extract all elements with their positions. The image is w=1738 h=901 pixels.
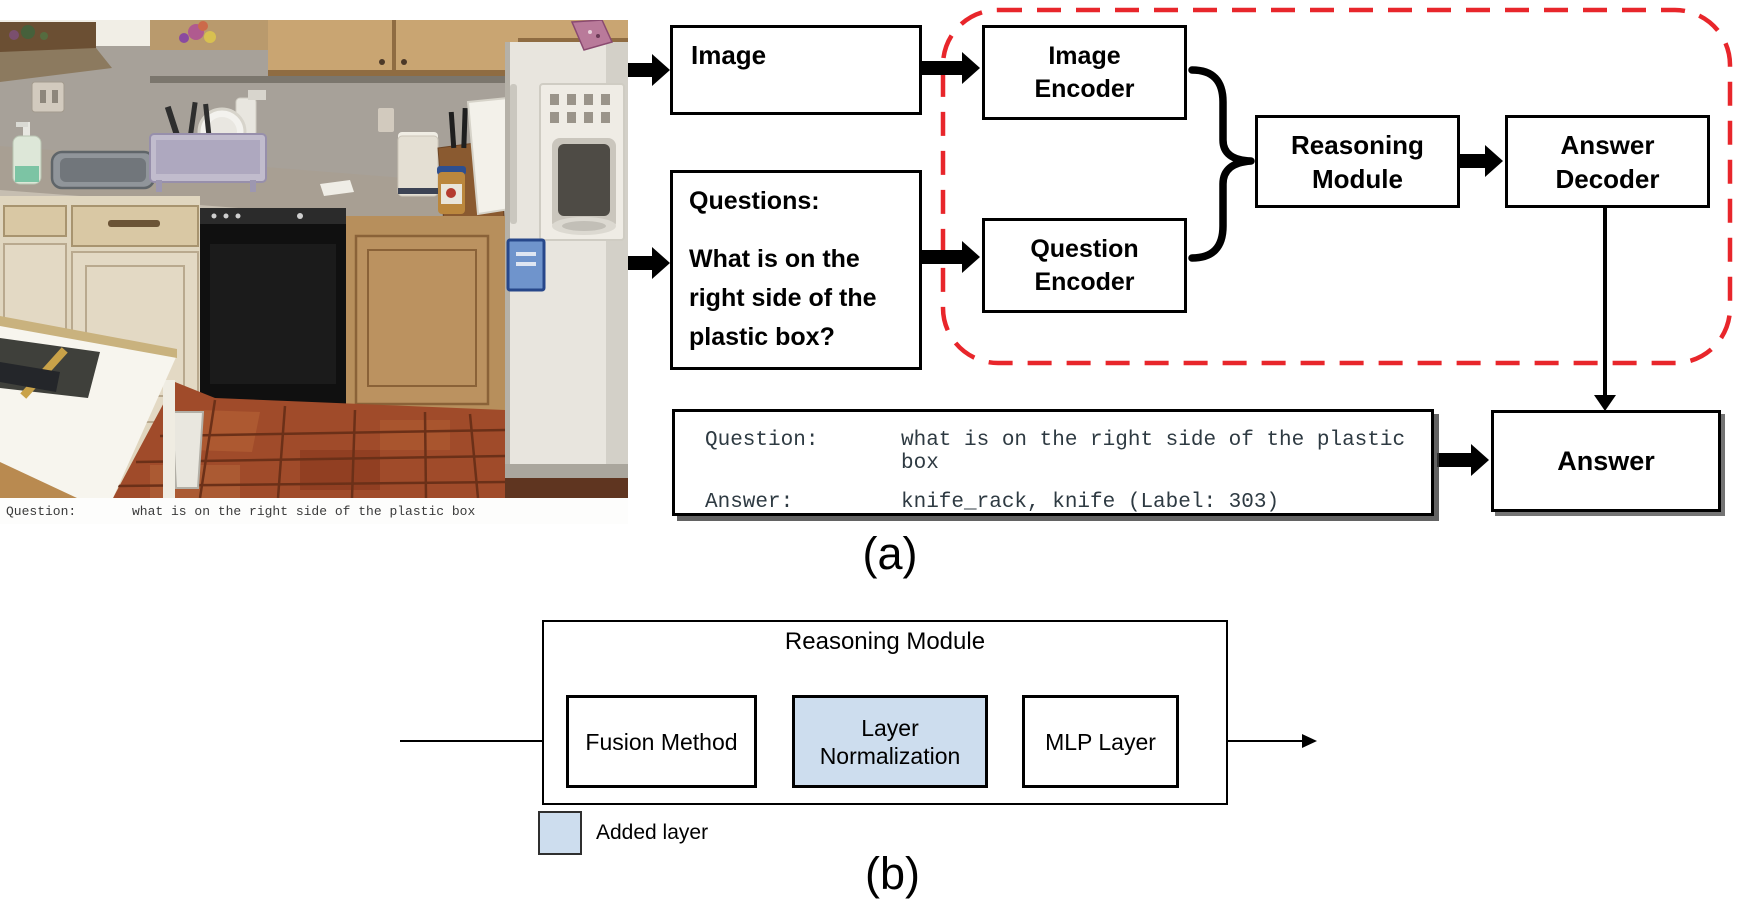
photo-caption: Question: what is on the right side of t… (0, 498, 628, 524)
kitchen-photo (0, 20, 628, 498)
photo-caption-text: what is on the right side of the plastic… (132, 503, 476, 519)
panel-b-label: (b) (865, 848, 920, 899)
image-box: Image (670, 25, 922, 115)
image-box-label: Image (691, 40, 767, 70)
reasoning-module-label: Reasoning Module (1291, 129, 1424, 194)
qa-question-label: Question: (705, 429, 819, 452)
fusion-method-box: Fusion Method (566, 695, 757, 788)
added-layer-label: Added layer (596, 821, 709, 844)
questions-box: Questions: What is on the right side of … (670, 170, 922, 370)
reasoning-module-detail-title: Reasoning Module (784, 628, 986, 655)
fusion-method-label: Fusion Method (585, 728, 738, 755)
qa-answer-value: knife_rack, knife (Label: 303) (901, 491, 1280, 514)
answer-decoder-label: Answer Decoder (1555, 129, 1660, 194)
layer-normalization-box: Layer Normalization (792, 695, 988, 788)
arrow-questions-to-encoder (920, 241, 980, 273)
mlp-layer-label: MLP Layer (1045, 728, 1156, 755)
kitchen-photo-art (0, 20, 628, 498)
questions-box-title: Questions: (689, 187, 820, 215)
arrow-photo-to-questions (628, 247, 670, 279)
photo-caption-label: Question: (6, 503, 77, 519)
mlp-layer-box: MLP Layer (1022, 695, 1179, 788)
arrowhead-decoder-to-answer (1594, 395, 1616, 411)
question-encoder-box: Question Encoder (982, 218, 1187, 313)
reasoning-module-box: Reasoning Module (1255, 115, 1460, 208)
brace-connector (1188, 66, 1255, 262)
image-encoder-box: Image Encoder (982, 25, 1187, 120)
arrow-reasoning-to-decoder (1460, 145, 1503, 177)
panel-a-label: (a) (862, 528, 918, 579)
qa-answer-label: Answer: (705, 491, 794, 514)
qa-ground-truth-box: Question: what is on the right side of t… (672, 409, 1434, 516)
arrow-photo-to-image (628, 54, 670, 86)
added-layer-swatch (538, 811, 582, 855)
question-encoder-label: Question Encoder (1030, 234, 1139, 296)
answer-box-label: Answer (1557, 445, 1655, 476)
arrowhead-panel-b-flow (1302, 734, 1317, 748)
qa-answer-row: Answer: knife_rack, knife (Label: 303) (705, 491, 1431, 514)
arrow-qa-to-answer (1437, 444, 1489, 476)
answer-decoder-box: Answer Decoder (1505, 115, 1710, 208)
image-encoder-label: Image Encoder (1034, 41, 1135, 103)
qa-question-row: Question: what is on the right side of t… (705, 429, 1431, 475)
layer-normalization-label: Layer Normalization (819, 714, 961, 769)
qa-question-value: what is on the right side of the plastic… (901, 429, 1406, 475)
questions-box-question: What is on the right side of the plastic… (689, 245, 877, 351)
answer-box: Answer (1491, 410, 1721, 512)
arrow-image-to-encoder (920, 52, 980, 84)
